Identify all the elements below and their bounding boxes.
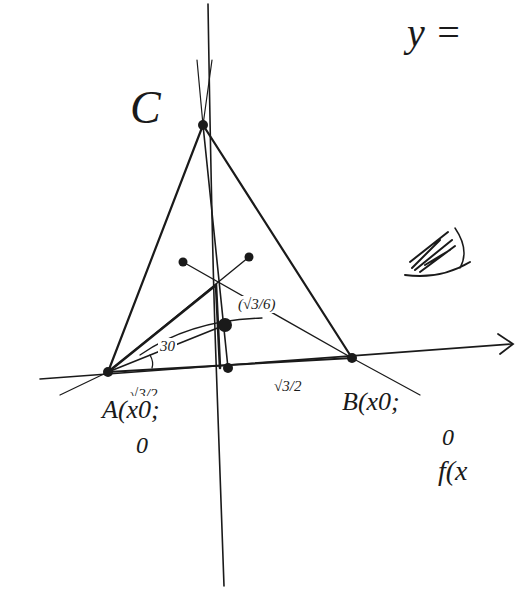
axis-arrow: [498, 334, 513, 354]
function-label: f(x: [436, 456, 470, 486]
coordinate: 0: [134, 432, 150, 458]
x-axis: [40, 344, 512, 379]
vertex-dot: [198, 120, 208, 130]
segment: [108, 325, 225, 372]
angle-label: 30: [158, 338, 177, 355]
arc: [140, 318, 262, 355]
angle-arc: [150, 355, 153, 368]
scribble: [455, 228, 464, 268]
bold-segment: [108, 285, 220, 372]
median: [183, 262, 352, 358]
extension: [197, 60, 212, 125]
side-cb: [203, 125, 352, 358]
center-dot: [218, 318, 232, 332]
vertex-dot: [347, 353, 357, 363]
midpoint-dot: [223, 363, 233, 373]
vertex-dot: [103, 367, 113, 377]
coordinate: 0: [440, 424, 456, 450]
vertex-label: C: [128, 84, 163, 132]
median: [108, 257, 249, 372]
point-label: A(x0;: [100, 396, 162, 424]
extension: [60, 372, 108, 395]
midpoint-dot: [245, 253, 254, 262]
side-ab: [108, 358, 352, 372]
equation-text: y =: [405, 12, 464, 54]
point-label: B(x0;: [340, 388, 402, 416]
point-label: (√3/6): [236, 296, 277, 313]
dimension: √3/2: [272, 378, 303, 395]
midpoint-dot: [179, 258, 188, 267]
